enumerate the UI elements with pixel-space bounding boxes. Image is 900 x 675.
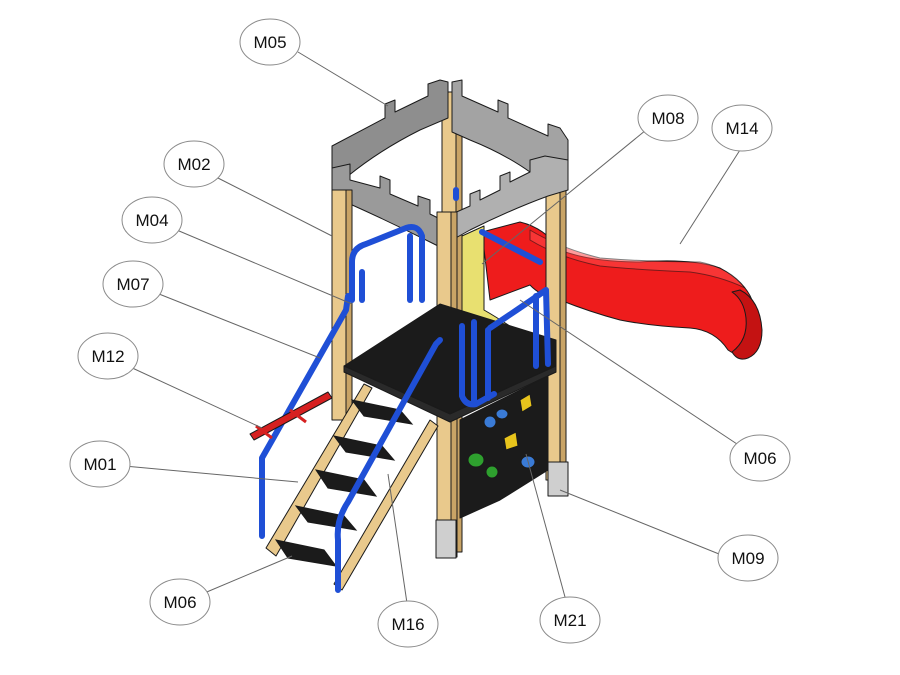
svg-text:M04: M04 (135, 211, 168, 230)
leader-lines (123, 51, 741, 611)
callout-m14: M14 (711, 104, 773, 152)
svg-text:M02: M02 (177, 155, 210, 174)
svg-text:M21: M21 (553, 611, 586, 630)
svg-text:M07: M07 (116, 275, 149, 294)
svg-text:M14: M14 (725, 119, 758, 138)
svg-text:M06: M06 (163, 593, 196, 612)
callout-m06-left: M06 (149, 578, 211, 626)
callout-m09: M09 (717, 534, 779, 582)
castle-top-panels (331, 79, 569, 251)
climbing-wall-panel (459, 375, 549, 519)
callout-m01: M01 (69, 440, 131, 488)
svg-text:M16: M16 (391, 615, 424, 634)
callout-m08: M08 (637, 94, 699, 142)
svg-text:M06: M06 (743, 449, 776, 468)
blue-railings (349, 187, 551, 408)
svg-text:M12: M12 (91, 347, 124, 366)
svg-text:M05: M05 (253, 33, 286, 52)
svg-text:M09: M09 (731, 549, 764, 568)
callout-m04: M04 (121, 196, 183, 244)
platform-deck (343, 303, 557, 423)
callout-m07: M07 (102, 260, 164, 308)
callout-m06-right: M06 (729, 434, 791, 482)
stair-handrails (259, 293, 443, 593)
callout-m12: M12 (77, 332, 139, 380)
callout-m02: M02 (163, 140, 225, 188)
callout-m16: M16 (377, 600, 439, 648)
red-rod (249, 391, 333, 441)
svg-text:M08: M08 (651, 109, 684, 128)
callout-m21: M21 (539, 596, 601, 644)
svg-text:M01: M01 (83, 455, 116, 474)
callout-m05: M05 (239, 18, 301, 66)
